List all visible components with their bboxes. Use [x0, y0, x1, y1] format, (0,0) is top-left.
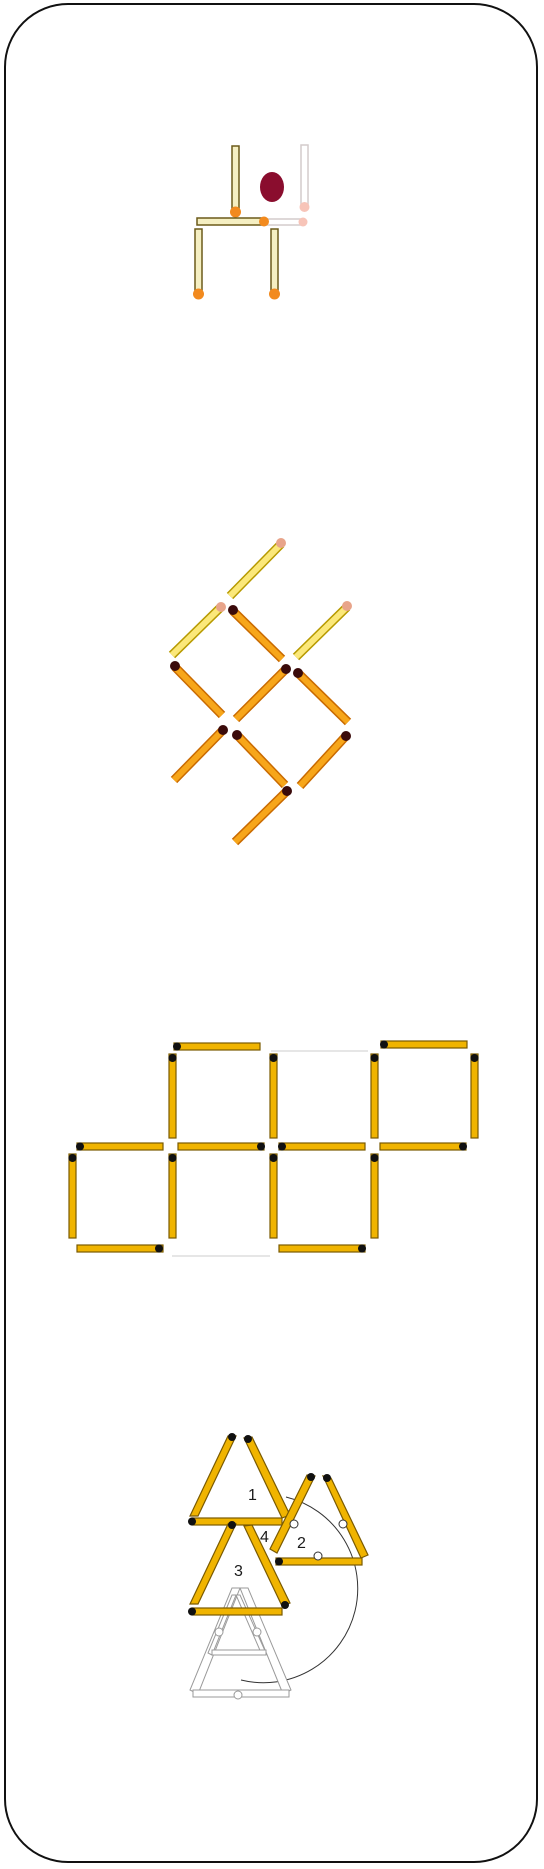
match-top-3[interactable] — [380, 1040, 468, 1049]
match-orange-6[interactable] — [232, 730, 289, 789]
match-bottom-3[interactable] — [278, 1244, 366, 1253]
match-top-1[interactable] — [173, 1042, 261, 1051]
chair-right-leg-match[interactable] — [269, 228, 280, 300]
match-light-1[interactable] — [226, 538, 286, 600]
tri3-right-match[interactable] — [243, 1524, 291, 1607]
ghost-outlines — [172, 1050, 368, 1257]
match-v1-mid[interactable] — [269, 1053, 278, 1139]
match-v2-4[interactable] — [370, 1153, 379, 1239]
match-v1-right-b[interactable] — [470, 1053, 479, 1139]
match-orange-7[interactable] — [296, 731, 351, 790]
match-orange-3[interactable] — [232, 664, 291, 723]
label-1: 1 — [248, 1487, 257, 1504]
puzzle-card — [4, 3, 538, 1863]
label-2: 2 — [297, 1535, 306, 1552]
triangle-1: 1 — [188, 1433, 291, 1526]
match-v1-right-a[interactable] — [370, 1053, 379, 1139]
match-orange-8[interactable] — [231, 786, 292, 846]
match-v2-1[interactable] — [68, 1153, 77, 1239]
tri1-base-match[interactable] — [191, 1517, 283, 1526]
chair-left-leg-match[interactable] — [193, 228, 204, 300]
cherry-token — [260, 172, 284, 202]
tri1-right-match[interactable] — [243, 1436, 291, 1519]
match-light-2[interactable] — [168, 602, 226, 659]
match-mid-1[interactable] — [76, 1142, 164, 1151]
tri1-left-match[interactable] — [189, 1435, 237, 1517]
tri2-right-match[interactable] — [321, 1475, 369, 1559]
match-orange-2[interactable] — [170, 661, 226, 719]
chair-seat-match[interactable] — [196, 216, 269, 227]
tri3-left-match[interactable] — [189, 1523, 237, 1605]
match-v1-left[interactable] — [168, 1053, 177, 1139]
triangle-3: 3 — [188, 1521, 291, 1616]
tri3-base-match[interactable] — [191, 1607, 283, 1616]
label-3: 3 — [234, 1563, 243, 1580]
match-v2-2[interactable] — [168, 1153, 177, 1239]
match-orange-4[interactable] — [293, 668, 352, 726]
match-mid-3[interactable] — [278, 1142, 366, 1151]
match-v2-3[interactable] — [269, 1153, 278, 1239]
ghost-match — [299, 144, 310, 212]
chair-back-match[interactable] — [230, 145, 241, 218]
match-light-3[interactable] — [292, 601, 352, 661]
triangle-2: 2 — [269, 1473, 369, 1566]
match-orange-5[interactable] — [170, 725, 228, 784]
match-orange-1[interactable] — [228, 605, 286, 663]
ghost-match-horizontal — [263, 217, 308, 227]
match-mid-4[interactable] — [379, 1142, 467, 1151]
label-4: 4 — [260, 1529, 269, 1546]
match-bottom-1[interactable] — [76, 1244, 164, 1253]
match-mid-2[interactable] — [177, 1142, 265, 1151]
